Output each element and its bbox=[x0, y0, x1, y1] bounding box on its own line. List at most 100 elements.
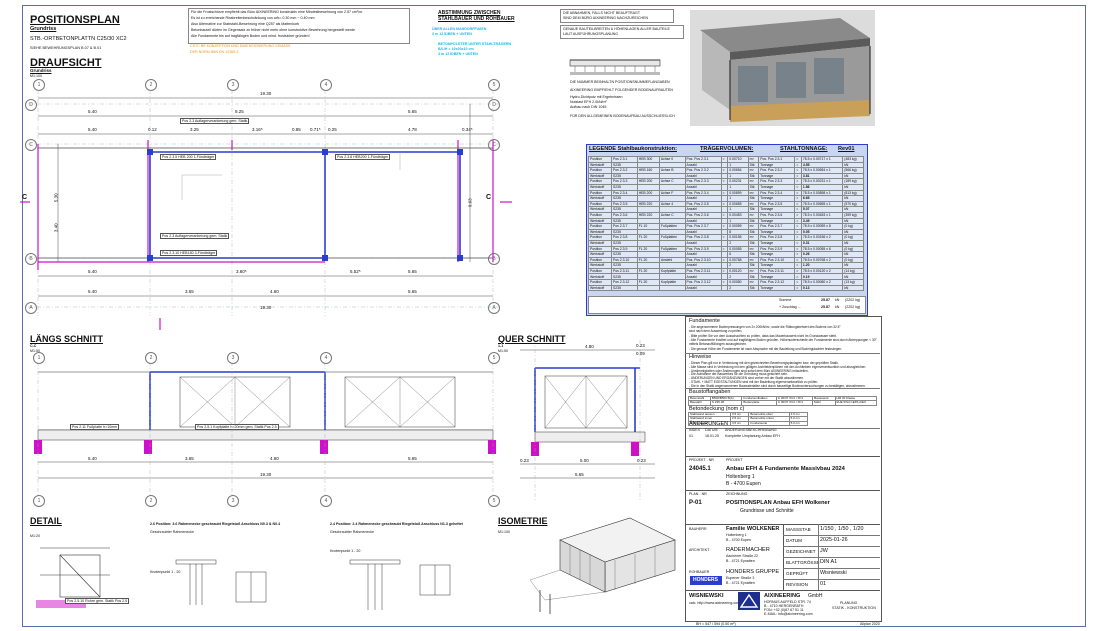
meta-divider bbox=[818, 524, 819, 535]
dim-total: 5.65 bbox=[575, 472, 584, 477]
steel-table-cell: (14 kg) bbox=[842, 267, 864, 275]
axis-bubble: 1 bbox=[33, 352, 45, 364]
cyan-note: BETONPOLSTER UNTER STAHLTRÄGERN bbox=[438, 42, 512, 46]
position-label: Pos 2.5.10 Rohre gem. Statik Pos 2.5 bbox=[65, 598, 130, 605]
zeichnung-label: ZEICHNUNG bbox=[726, 492, 748, 496]
dim-text: 5.40 bbox=[88, 289, 97, 294]
meta-label: BLATTGRÖSSE bbox=[786, 560, 820, 565]
honders-logo: HONDERS bbox=[690, 576, 722, 585]
rohbauer-name: HONDERS GRUPPE bbox=[726, 569, 780, 575]
dim-text: 3.65 bbox=[185, 456, 194, 461]
fundamente-line: - Die angenommene Bodenpressungen von 2x… bbox=[689, 325, 841, 329]
drawing-sheet bbox=[22, 5, 1086, 627]
dim-text: 4.78 bbox=[408, 127, 417, 132]
knotenpunkt-label: Knotenpunkt 1 - 20 bbox=[150, 570, 181, 574]
orange-note: CSTC BE KONZEPTION UND DIMENSIONIERUNG G… bbox=[190, 44, 291, 48]
axis-bubble: 2 bbox=[145, 352, 157, 364]
detail-subtitle: Geschraubter Rahmenecke bbox=[330, 530, 374, 534]
projekt-label: PROJEKT bbox=[726, 458, 743, 462]
knotenpunkt-label: Knotenpunkt 1 - 20 bbox=[330, 549, 361, 553]
dim-text: 3.25 bbox=[190, 127, 199, 132]
title-block bbox=[685, 316, 882, 622]
meta-label: GEPRÜFT bbox=[786, 571, 808, 576]
position-label: Pos 2.3 Auflagerverankerung gem. Statik bbox=[160, 233, 230, 240]
axis-bubble: 1 bbox=[33, 79, 45, 91]
bauherr-label: BAUHERR bbox=[689, 527, 707, 531]
architekt-name: RADERMACHER bbox=[726, 547, 770, 553]
meta-value: 1/150 , 1/50 , 1/20 bbox=[820, 526, 864, 532]
meta-divider bbox=[818, 546, 819, 557]
meta-value: Wisniewski bbox=[820, 570, 847, 576]
steel-table-cell: Position bbox=[588, 256, 612, 264]
fundamente-line: - Bitte prüfen Sie vor dem Ausschachten … bbox=[689, 333, 837, 338]
floor-buildup-detail bbox=[569, 59, 661, 75]
dim-total: 19.30 bbox=[260, 472, 272, 477]
steel-table-cell: (13 kg) bbox=[842, 279, 864, 286]
steel-table-cell: 2 bbox=[727, 273, 749, 281]
cyan-note: 3 m 12 IDBEN + UNTEN bbox=[438, 52, 478, 56]
meta-value: JW bbox=[820, 548, 828, 554]
rohbauer-label: ROHBAUER bbox=[689, 570, 710, 574]
meta-row bbox=[783, 546, 880, 558]
material-spec: STB.-ORTBETONPLATTN C25/30 XC2 bbox=[30, 36, 127, 42]
note-line: Also Alternative zur Stabstahl-Bewehrung… bbox=[191, 22, 300, 26]
dim-text: 0.85 bbox=[292, 127, 301, 132]
page-title: POSITIONSPLAN bbox=[30, 14, 120, 26]
divider bbox=[685, 428, 880, 429]
firm-address: E-MAIL: info@aixineering.com bbox=[764, 612, 813, 616]
steel-table-cell bbox=[658, 284, 686, 292]
dim-text: 8.25 bbox=[235, 109, 244, 114]
legend-line: Nutzlast EFH 2.0kN/m² bbox=[570, 100, 607, 104]
bauteil-line: LAUT AUSFÜHRUNGSPLANUNG bbox=[563, 32, 619, 36]
divider bbox=[685, 524, 880, 525]
axis-bubble: 4 bbox=[320, 352, 332, 364]
steel-table-cell: Anzahl bbox=[684, 284, 722, 292]
dim-text: 5.40 bbox=[88, 127, 97, 132]
abnahme-line: DIE ABNAHMEN, FALLS NICHT BEAUFTRAGT bbox=[563, 11, 641, 15]
steel-table-cell: Pos. Pos 2.3.10 bbox=[684, 256, 722, 264]
steel-table-cell bbox=[636, 251, 660, 258]
axis-bubble: C bbox=[488, 139, 500, 151]
abnahme-line: SIND DEM BÜRO AIXINEERING NACHZUREICHEN bbox=[563, 16, 649, 20]
dim-text: 4.80 bbox=[585, 344, 594, 349]
steel-table-cell: S235 bbox=[611, 284, 638, 292]
steel-table-cell: FL 20 bbox=[636, 279, 660, 286]
steel-table-cell: 0.00080 bbox=[727, 279, 749, 286]
dim-total-bottom: 19.30 bbox=[260, 305, 272, 310]
divider bbox=[685, 456, 880, 457]
view-subtitle-draufsicht: Grundriss bbox=[30, 68, 52, 73]
hinweise-title: Hinweise bbox=[689, 354, 712, 360]
steel-table-cell: Werkstoff bbox=[588, 284, 612, 292]
view-title-detail: DETAIL bbox=[30, 516, 62, 526]
baustoff-cell: Stahl bbox=[811, 400, 836, 406]
zeichnung-subtitle: Grundrisse und Schnitte bbox=[740, 508, 794, 514]
dim-total-top: 19.30 bbox=[260, 91, 272, 96]
rohbauer-address: Eupener Straße 3 bbox=[726, 576, 755, 580]
aend-datum: 18.01.25 bbox=[705, 434, 719, 438]
footer-code: BH = 547 / 594 (0.50 m²) bbox=[696, 622, 736, 626]
position-label: Pos 2.3 Auflagerverankerung gem. Statik bbox=[180, 118, 250, 125]
axis-bubble: C bbox=[25, 139, 37, 151]
aend-index: 01 bbox=[689, 434, 693, 438]
firm-person-sub: calc. http://www.aixineering.com bbox=[689, 601, 741, 605]
dim-text: 5.30 bbox=[53, 193, 59, 203]
hinweise-line: - Dieser Plan gilt nur in Verbindung mit… bbox=[689, 361, 839, 365]
hinweise-line: - Alle Masse sind in Verbindung mit den … bbox=[689, 364, 867, 369]
steel-table-cell: = bbox=[794, 284, 802, 292]
steel-table-col3: STAHLTONNAGE: bbox=[780, 146, 828, 152]
dim-text: 0.71⁵ bbox=[310, 127, 321, 132]
steel-table-cell: Pos. Pos 2.3.11 bbox=[684, 267, 722, 275]
firm-services: PLANUNG bbox=[840, 601, 858, 605]
meta-divider bbox=[818, 579, 819, 590]
betondeckung-cell: 5.0 cm bbox=[788, 420, 809, 427]
steel-table-cell: 1.20 bbox=[800, 262, 844, 269]
axis-bubble: D bbox=[25, 99, 37, 111]
footer-software: Allplan 2020 bbox=[860, 622, 880, 626]
